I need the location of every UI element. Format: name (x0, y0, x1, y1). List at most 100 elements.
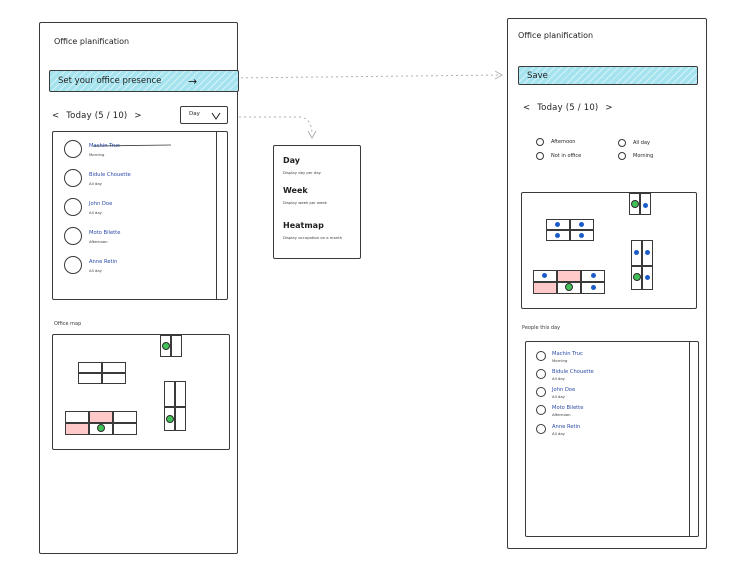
right-screen: Office planification Save < Today (5 / 1… (507, 18, 707, 549)
next-day-button[interactable]: > (134, 111, 142, 121)
desk[interactable] (78, 373, 102, 384)
office-map[interactable] (521, 192, 697, 309)
person-name: Anne Retin (89, 259, 118, 265)
person-name: John Doe (552, 387, 576, 393)
radio-label: Morning (633, 153, 654, 159)
radio-morning[interactable] (618, 152, 626, 160)
next-day-button[interactable]: > (605, 103, 613, 113)
person-status: All day (89, 210, 102, 215)
date-navigation: < Today (5 / 10) > (52, 111, 142, 121)
person-name: John Doe (89, 201, 113, 207)
set-presence-label: Set your office presence (58, 76, 162, 86)
arrow-right-icon: → (188, 75, 198, 88)
avatar (64, 256, 82, 274)
person-status: Afternoon (552, 412, 571, 417)
chevron-down-icon (211, 112, 221, 120)
menu-item-desc: Display day per day (283, 170, 321, 175)
menu-item-title: Heatmap (283, 221, 324, 230)
people-list[interactable]: Machin Truc Morning Bidule Chouette All … (52, 131, 228, 300)
person-name: Moto Bilette (89, 230, 121, 236)
presence-dot (162, 342, 170, 350)
person-status: All day (552, 431, 565, 436)
people-list[interactable]: Machin Truc Morning Bidule Chouette All … (525, 341, 699, 537)
presence-dot (166, 415, 174, 423)
desk-occupied[interactable] (557, 270, 581, 282)
person-name: Anne Retin (552, 424, 581, 430)
scrollbar[interactable] (689, 342, 690, 537)
person-status: Morning (89, 152, 105, 157)
presence-dot (565, 283, 573, 291)
person-name: Moto Bilette (552, 405, 584, 411)
office-map-label: Office map (54, 321, 82, 327)
view-select[interactable]: Day (180, 106, 228, 124)
desk[interactable] (164, 381, 175, 407)
radio-not-in-office[interactable] (536, 152, 544, 160)
avatar (64, 227, 82, 245)
radio-afternoon[interactable] (536, 138, 544, 146)
seat-dot (591, 273, 596, 278)
left-screen: Office planification Set your office pre… (39, 22, 239, 554)
save-button[interactable]: Save (518, 66, 698, 85)
office-map[interactable] (52, 334, 230, 450)
seat-dot (579, 233, 584, 238)
desk[interactable] (113, 411, 137, 423)
desk[interactable] (102, 362, 126, 373)
set-presence-button[interactable]: Set your office presence → (49, 70, 239, 92)
seat-dot (645, 250, 650, 255)
view-select-value: Day (189, 111, 200, 117)
avatar (536, 387, 546, 397)
avatar (536, 351, 546, 361)
seat-dot (555, 233, 560, 238)
seat-dot (645, 275, 650, 280)
desk[interactable] (78, 362, 102, 373)
person-status: All day (89, 268, 102, 273)
save-label: Save (527, 71, 548, 81)
person-name: Bidule Chouette (552, 369, 594, 375)
desk-occupied[interactable] (89, 411, 113, 423)
desk[interactable] (175, 407, 186, 431)
seat-dot (643, 203, 648, 208)
desk[interactable] (113, 423, 137, 435)
radio-label: Not in office (551, 153, 582, 159)
current-date-label: Today (5 / 10) (537, 103, 599, 113)
seat-dot (555, 222, 560, 227)
person-status: Afternoon (89, 239, 108, 244)
presence-dot (97, 424, 105, 432)
scrollbar[interactable] (216, 132, 217, 300)
radio-label: Afternoon (551, 139, 576, 145)
desk[interactable] (175, 381, 186, 407)
menu-item-desc: Display occupation on a month (283, 235, 343, 240)
desk-occupied[interactable] (533, 282, 557, 294)
menu-item-title: Day (283, 156, 301, 165)
person-status: All day (552, 394, 565, 399)
desk-occupied[interactable] (65, 423, 89, 435)
view-dropdown-menu: Day Display day per day Week Display wee… (273, 145, 361, 259)
avatar (64, 169, 82, 187)
desk[interactable] (102, 373, 126, 384)
seat-dot (634, 250, 639, 255)
person-status: Morning (552, 358, 568, 363)
avatar (64, 140, 82, 158)
menu-item-desc: Display week per week (283, 200, 327, 205)
radio-all-day[interactable] (618, 139, 626, 147)
prev-day-button[interactable]: < (52, 111, 60, 121)
desk[interactable] (65, 411, 89, 423)
radio-label: All day (633, 140, 650, 146)
seat-dot (542, 273, 547, 278)
people-this-day-label: People this day (522, 325, 561, 331)
presence-dot (631, 200, 639, 208)
avatar (536, 424, 546, 434)
person-name: Bidule Chouette (89, 172, 131, 178)
person-name: Machin Truc (552, 351, 583, 357)
page-title: Office planification (518, 31, 594, 40)
avatar (64, 198, 82, 216)
prev-day-button[interactable]: < (523, 103, 531, 113)
person-status: All day (552, 376, 565, 381)
desk[interactable] (171, 335, 182, 357)
date-navigation: < Today (5 / 10) > (523, 103, 613, 113)
seat-dot (591, 285, 596, 290)
scroll-cursor-mark (93, 144, 172, 147)
current-date-label: Today (5 / 10) (66, 111, 128, 121)
page-title: Office planification (54, 37, 130, 46)
